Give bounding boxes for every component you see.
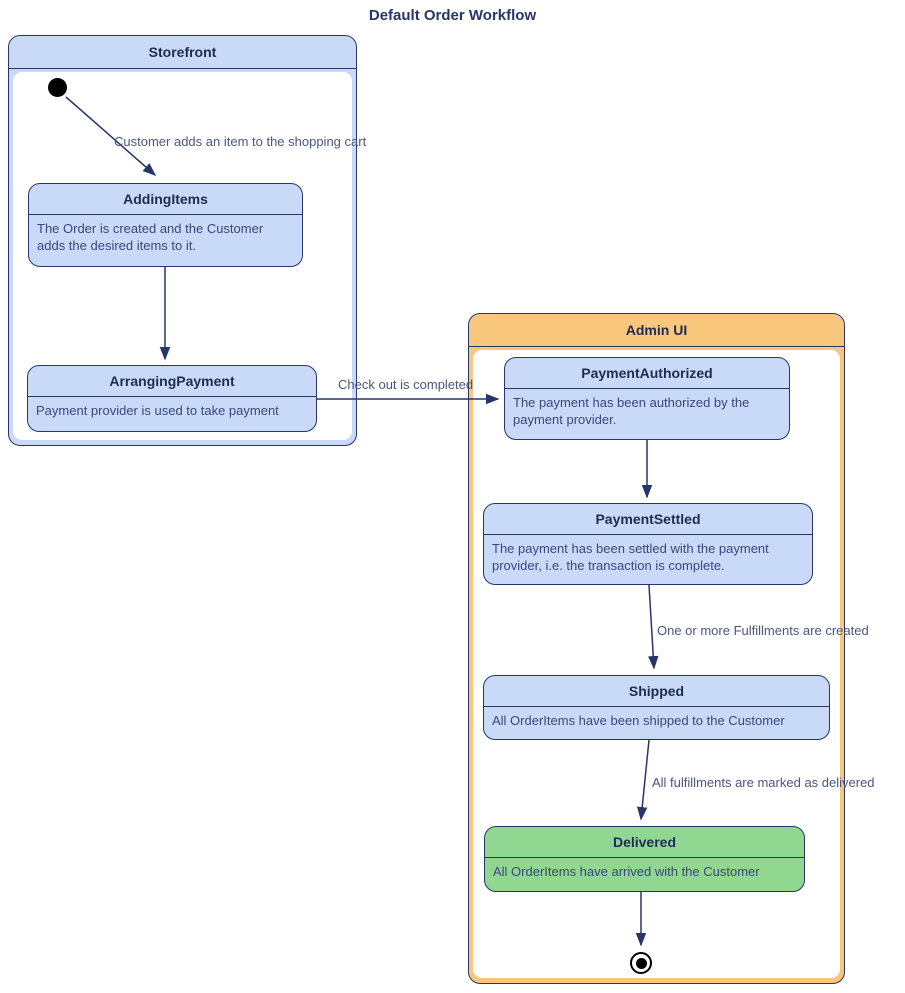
state-description: All OrderItems have been shipped to the … (492, 713, 785, 728)
state-payment-authorized: PaymentAuthorized The payment has been a… (504, 357, 790, 440)
state-title: ArrangingPayment (28, 366, 316, 397)
diagram-title: Default Order Workflow (368, 7, 537, 24)
state-description: The Order is created and the Customer ad… (37, 221, 264, 253)
state-description: All OrderItems have arrived with the Cus… (493, 864, 760, 879)
transition-label-fulfillments-created: One or more Fulfillments are created (657, 623, 869, 638)
state-adding-items: AddingItems The Order is created and the… (28, 183, 303, 267)
state-title: PaymentAuthorized (505, 358, 789, 389)
final-state-inner-dot (635, 957, 647, 969)
state-shipped: Shipped All OrderItems have been shipped… (483, 675, 830, 740)
initial-state-dot (48, 78, 67, 97)
state-title: AddingItems (29, 184, 302, 215)
state-delivered: Delivered All OrderItems have arrived wi… (484, 826, 805, 892)
state-description: Payment provider is used to take payment (36, 403, 279, 418)
admin-ui-header: Admin UI (469, 314, 844, 347)
state-title: PaymentSettled (484, 504, 812, 535)
transition-label-add-item: Customer adds an item to the shopping ca… (114, 134, 367, 149)
final-state-marker (630, 952, 652, 974)
storefront-header: Storefront (9, 36, 356, 69)
state-description: The payment has been settled with the pa… (492, 541, 769, 573)
state-title: Shipped (484, 676, 829, 707)
transition-label-checkout: Check out is completed (338, 377, 474, 392)
state-description: The payment has been authorized by the p… (513, 395, 750, 427)
transition-label-fulfillments-delivered: All fulfillments are marked as delivered (652, 775, 875, 790)
state-payment-settled: PaymentSettled The payment has been sett… (483, 503, 813, 585)
state-arranging-payment: ArrangingPayment Payment provider is use… (27, 365, 317, 432)
state-title: Delivered (485, 827, 804, 858)
